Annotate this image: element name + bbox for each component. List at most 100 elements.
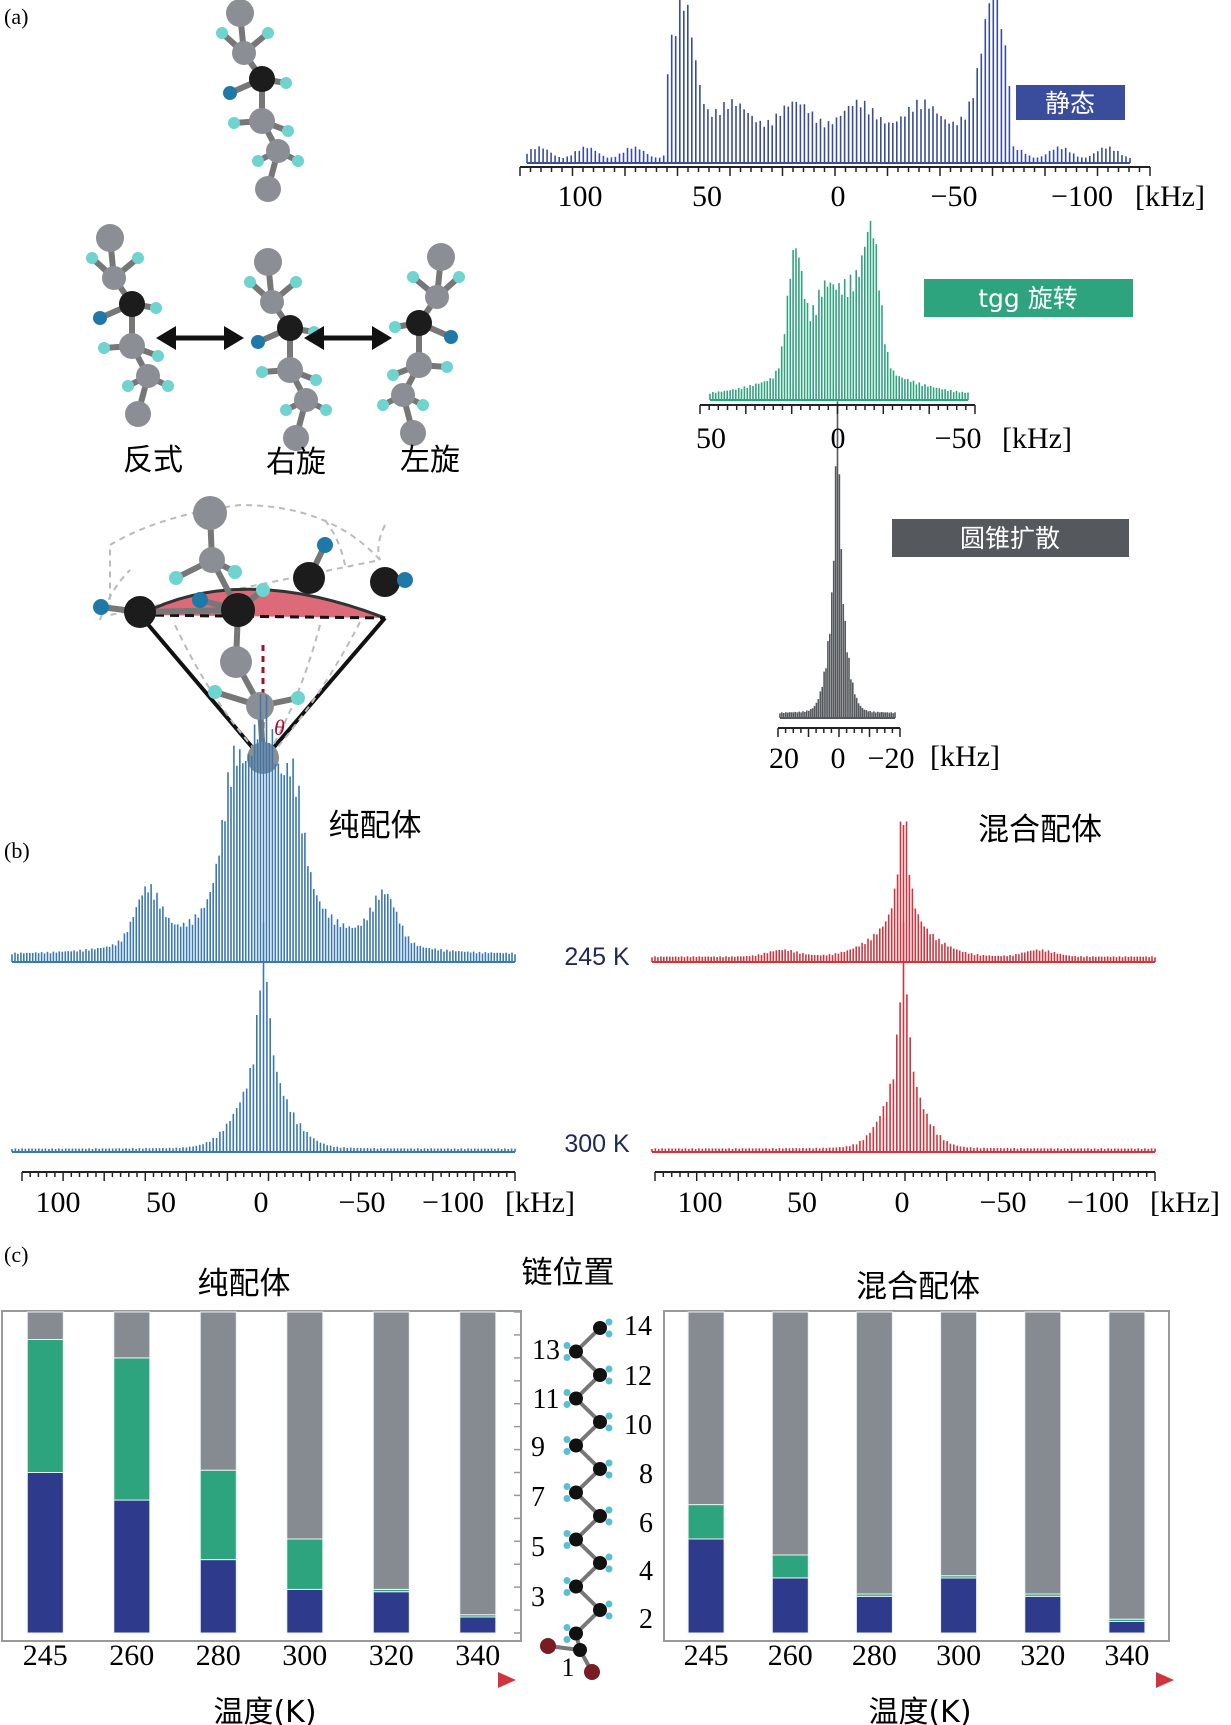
atom	[228, 565, 242, 579]
axis-static	[519, 166, 1151, 176]
axis-unit: [kHz]	[1002, 422, 1072, 455]
stacked-bar-segment	[286, 1538, 324, 1590]
tick-label: −50	[935, 422, 982, 455]
carbon-atom	[569, 1626, 583, 1641]
atom	[252, 155, 264, 167]
hydrogen-atom	[563, 1624, 571, 1631]
stacked-bar-segment	[687, 1504, 725, 1540]
chain-label: 10	[624, 1410, 652, 1441]
x-tick-label: 340	[1104, 1639, 1149, 1672]
spectrum-static	[526, 0, 1131, 164]
tick-label: 0	[254, 1186, 269, 1219]
anchor-atom	[584, 1664, 600, 1680]
badge-tgg	[924, 279, 1133, 317]
panel-c-left-title: 纯配体	[198, 1266, 291, 1302]
atom	[320, 404, 332, 416]
hydrogen-atom	[605, 1424, 613, 1432]
axis-unit: [kHz]	[505, 1186, 575, 1219]
double-arrow-icon	[304, 326, 392, 350]
stacked-bar-segment	[855, 1595, 893, 1634]
x-tick-label: 300	[282, 1639, 327, 1672]
spectrum-pure-300	[11, 922, 516, 1153]
stacked-bar-segment	[771, 1311, 809, 1556]
atom	[406, 310, 432, 336]
panel-b-label: (b)	[4, 838, 30, 863]
bar-chart-pure	[26, 1311, 497, 1634]
conformer-label-right: 右旋	[266, 445, 326, 480]
tick-label: −20	[868, 742, 915, 775]
chain-label: 14	[624, 1311, 652, 1342]
atom	[256, 366, 268, 378]
double-arrow-icon	[156, 326, 244, 350]
cone-diffusion-diagram: θ	[99, 503, 387, 762]
spectrum-mixed-300	[651, 922, 1156, 1153]
stacked-bar-segment	[459, 1616, 497, 1634]
anchor-atom	[540, 1638, 556, 1654]
atom	[220, 646, 252, 678]
atom	[221, 593, 255, 627]
atom	[152, 350, 164, 362]
atom	[266, 139, 290, 163]
atom	[417, 399, 429, 411]
x-tick-label: 280	[196, 1639, 241, 1672]
chain-label: 7	[531, 1482, 545, 1513]
badge-tgg-label: tgg 旋转	[978, 284, 1078, 313]
hydrogen-atom	[563, 1636, 571, 1643]
molecule-chain-top	[216, 0, 304, 202]
atom	[255, 176, 281, 202]
x-tick-label: 260	[768, 1639, 813, 1672]
axis-unit: [kHz]	[1135, 180, 1205, 213]
stacked-bar-segment	[771, 1577, 809, 1634]
atom	[132, 252, 144, 264]
x-tick-label: 320	[369, 1639, 414, 1672]
badge-cone	[892, 519, 1129, 557]
axis-pure	[21, 1171, 516, 1181]
carbon-atom	[593, 1462, 607, 1476]
axis-unit: [kHz]	[1150, 1186, 1220, 1219]
hydrogen-atom	[605, 1365, 613, 1373]
badge-static	[1016, 85, 1125, 120]
ytick-marks	[514, 1311, 521, 1634]
carbon-atom	[569, 1532, 583, 1547]
atom	[389, 321, 401, 333]
atom	[199, 547, 225, 573]
hydrogen-atom	[605, 1506, 613, 1514]
atom	[294, 388, 318, 412]
carbon-atom	[569, 1438, 583, 1453]
tick-label: −50	[339, 1186, 386, 1219]
hydrogen-atom	[605, 1377, 613, 1385]
carbon-atom	[569, 1579, 583, 1594]
tick-label: −100	[422, 1186, 484, 1219]
axis-cone	[777, 727, 901, 737]
x-axis-label-left: 温度(K)	[213, 1695, 316, 1725]
atom	[406, 352, 432, 378]
temp-label-245: 245 K	[564, 943, 630, 971]
carbon-atom	[593, 1321, 607, 1335]
tick-label: −100	[1051, 180, 1113, 213]
cone-angle-symbol: θ	[274, 715, 285, 740]
chain-position-title: 链位置	[522, 1255, 615, 1291]
stacked-bar-segment	[26, 1472, 64, 1634]
atom	[280, 404, 292, 416]
molecule-trans	[86, 224, 174, 427]
conformer-label-trans: 反式	[123, 443, 183, 478]
atom	[249, 66, 275, 92]
stacked-bar-segment	[940, 1311, 978, 1577]
stacked-bar-segment	[459, 1311, 497, 1616]
molecule-right-gauche	[244, 248, 332, 451]
atom	[136, 364, 160, 388]
tick-label: 0	[895, 1186, 910, 1219]
stacked-bar-segment	[286, 1588, 324, 1634]
atom	[277, 357, 303, 383]
hydrogen-atom	[605, 1612, 613, 1620]
molecule-cone	[93, 496, 413, 774]
atom	[277, 315, 303, 341]
stacked-bar-segment	[687, 1311, 725, 1506]
atom	[397, 572, 413, 588]
tick-label: 100	[36, 1186, 81, 1219]
atom	[292, 155, 304, 167]
hydrogen-atom	[563, 1342, 571, 1349]
chain-label: 3	[531, 1582, 545, 1613]
stacked-bar-segment	[199, 1559, 237, 1634]
